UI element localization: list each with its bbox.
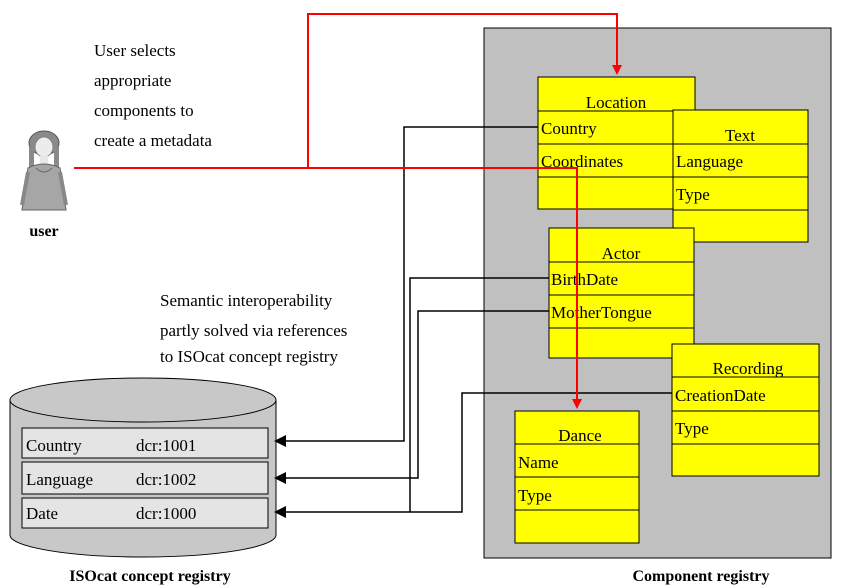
isocat-row-id: dcr:1001 xyxy=(136,436,196,455)
component-field: CreationDate xyxy=(675,386,766,405)
component-field: Language xyxy=(676,152,743,171)
reference-line-birthdate xyxy=(409,277,549,512)
component-recording: Recording CreationDate Type xyxy=(671,343,820,477)
semantic-note-line: to ISOcat concept registry xyxy=(160,347,338,366)
component-field: Name xyxy=(518,453,559,472)
isocat-row-name: Country xyxy=(26,436,82,455)
component-field: Type xyxy=(675,419,709,438)
isocat-row-id: dcr:1002 xyxy=(136,470,196,489)
user-note-line: appropriate xyxy=(94,71,171,90)
component-title: Dance xyxy=(558,426,601,445)
component-location: Location Country Coordinates xyxy=(537,76,696,210)
user-label: user xyxy=(29,223,58,240)
isocat-row-name: Date xyxy=(26,504,58,523)
isocat-row-name: Language xyxy=(26,470,93,489)
isocat-row xyxy=(21,427,269,459)
isocat-label: ISOcat concept registry xyxy=(69,568,230,585)
user-icon xyxy=(20,130,68,211)
component-title: Location xyxy=(586,93,647,112)
component-field: MotherTongue xyxy=(551,303,652,322)
component-dance: Dance Name Type xyxy=(514,410,640,544)
semantic-note: Semantic interoperability partly solved … xyxy=(160,291,347,366)
semantic-note-line: Semantic interoperability xyxy=(160,291,333,310)
component-field: Type xyxy=(518,486,552,505)
selection-line-dance xyxy=(308,167,582,409)
reference-line-country xyxy=(274,126,538,447)
component-registry-label: Component registry xyxy=(632,568,769,585)
isocat-row xyxy=(21,497,269,529)
component-text: Text Language Type xyxy=(672,109,809,243)
user-note-line: components to xyxy=(94,101,194,120)
isocat-row-id: dcr:1000 xyxy=(136,504,196,523)
user-note-line: create a metadata xyxy=(94,131,212,150)
selection-line-location xyxy=(74,13,622,169)
component-field: Type xyxy=(676,185,710,204)
semantic-note-line: partly solved via references xyxy=(160,321,347,340)
component-field: BirthDate xyxy=(551,270,618,289)
reference-line-creationdate xyxy=(274,392,672,518)
isocat-row xyxy=(21,461,269,495)
reference-line-mothertongue xyxy=(274,310,549,484)
component-title: Recording xyxy=(713,359,784,378)
component-actor: Actor BirthDate MotherTongue xyxy=(548,227,695,359)
user-note-line: User selects xyxy=(94,41,176,60)
component-title: Actor xyxy=(602,244,641,263)
component-field: Country xyxy=(541,119,597,138)
component-title: Text xyxy=(725,126,755,145)
user-note: User selects appropriate components to c… xyxy=(94,41,212,150)
component-field: Coordinates xyxy=(541,152,623,171)
